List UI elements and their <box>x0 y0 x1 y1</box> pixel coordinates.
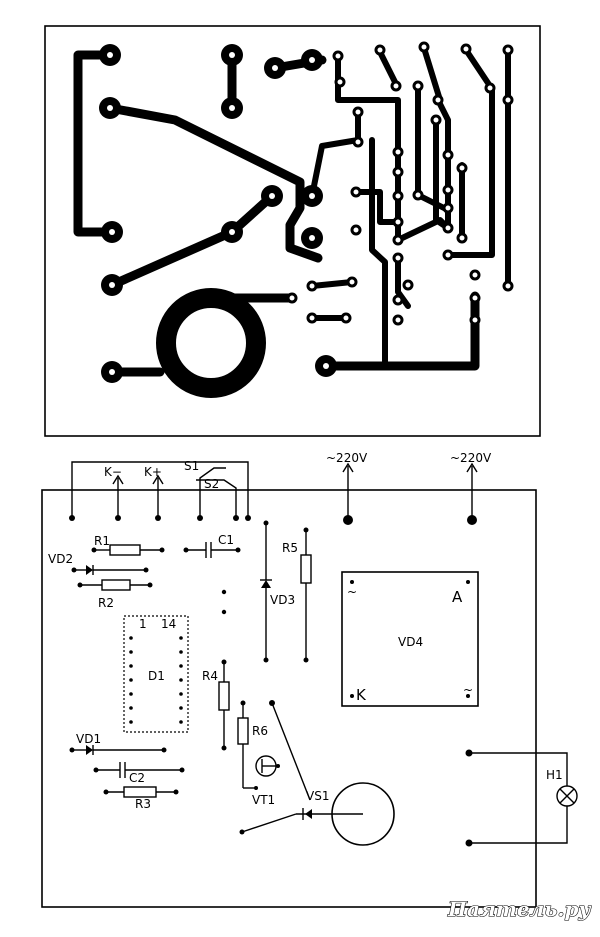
c1-label: C1 <box>218 533 234 547</box>
vt1-transistor <box>242 755 280 790</box>
r4-label: R4 <box>202 669 218 683</box>
r3-label: R3 <box>135 797 151 811</box>
pcb-trace-outline <box>44 25 541 437</box>
vd4-tilde-bottom-label: ~ <box>463 683 473 697</box>
h1-lamp <box>469 752 578 844</box>
vs1-thyristor <box>239 700 395 846</box>
c2-label: C2 <box>129 771 145 785</box>
r2-resistor <box>77 579 153 591</box>
s1-label: S1 <box>184 459 199 473</box>
vd3-label: VD3 <box>270 593 295 607</box>
d1-pin1-label: 1 <box>139 617 147 631</box>
large-pads <box>99 44 337 383</box>
r4-resistor <box>218 659 230 751</box>
d1-chip <box>123 615 189 733</box>
k-minus-label: K− <box>104 465 122 479</box>
h1-label: H1 <box>546 768 563 782</box>
vd4-cathode-label: K <box>356 686 367 704</box>
site-watermark: Паятель.ру <box>447 897 591 921</box>
vd4-tilde-top-label: ~ <box>347 585 357 599</box>
vd4-anode-label: A <box>452 588 463 606</box>
c1-capacitor <box>183 542 241 558</box>
loose-pads <box>221 589 227 615</box>
ac-input-label-right: ~220V <box>450 451 492 465</box>
r2-label: R2 <box>98 596 114 610</box>
vs1-label: VS1 <box>306 789 329 803</box>
pcb-trace-view <box>44 25 541 437</box>
r6-resistor <box>237 700 249 772</box>
vd4-label: VD4 <box>398 635 423 649</box>
edge-terminals <box>69 515 477 847</box>
s2-label: S2 <box>204 477 219 491</box>
d1-pin14-label: 14 <box>161 617 176 631</box>
r1-resistor <box>91 544 165 556</box>
c2-capacitor <box>93 762 185 778</box>
vt1-label: VT1 <box>252 793 275 807</box>
vd2-diode <box>71 565 149 575</box>
small-pads <box>286 41 514 326</box>
r6-label: R6 <box>252 724 268 738</box>
component-view: K− K+ S1 S2 ~220V ~220V R1 C1 <box>41 451 578 908</box>
r1-label: R1 <box>94 534 110 548</box>
r3-resistor <box>103 786 179 798</box>
vd3-zener-diode <box>260 520 272 663</box>
d1-label: D1 <box>148 669 165 683</box>
component-board-outline <box>41 489 537 908</box>
r5-label: R5 <box>282 541 298 555</box>
vd2-label: VD2 <box>48 552 73 566</box>
vd1-diode <box>69 745 167 755</box>
k-plus-label: K+ <box>144 465 162 479</box>
toroid-pad <box>156 288 266 398</box>
vd4-bridge-module <box>341 571 479 707</box>
ac-input-label-left: ~220V <box>326 451 368 465</box>
vd1-label: VD1 <box>76 732 101 746</box>
external-wires <box>71 461 478 518</box>
r5-resistor <box>300 527 312 663</box>
